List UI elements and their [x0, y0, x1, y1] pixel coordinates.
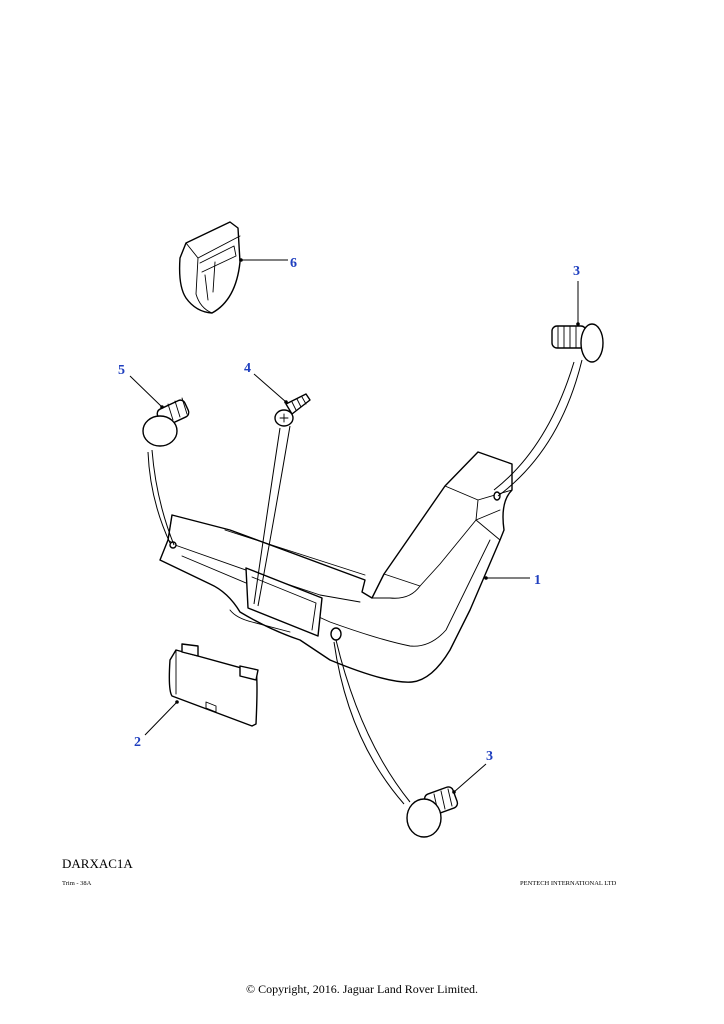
copyright-notice: © Copyright, 2016. Jaguar Land Rover Lim… — [245, 982, 479, 996]
part-2-cover — [168, 643, 259, 727]
callout-1: 1 — [534, 573, 541, 588]
drawing-code: DARXAC1A — [62, 856, 133, 871]
callout-2: 2 — [134, 735, 141, 750]
leader-2 — [144, 701, 178, 736]
callout-6: 6 — [290, 256, 297, 271]
leader-4 — [253, 373, 287, 403]
part-3-push-stud-upper — [551, 323, 604, 363]
callout-3-lower: 3 — [486, 749, 493, 764]
callout-4: 4 — [244, 361, 251, 376]
publisher-credit: PENTECH INTERNATIONAL LTD — [520, 880, 617, 887]
part-3-push-stud-lower — [406, 786, 459, 838]
part-5-push-stud — [142, 397, 190, 447]
part-1-trim-panel — [159, 451, 513, 683]
callout-3-upper: 3 — [573, 264, 580, 279]
part-6-clip — [178, 221, 241, 314]
leader-5 — [129, 375, 163, 408]
assembly-lines — [147, 359, 583, 805]
callout-5: 5 — [118, 363, 125, 378]
part-4-screw — [274, 393, 311, 427]
section-reference: Trim - 38A — [62, 880, 92, 887]
leader-3-lower — [453, 763, 487, 793]
